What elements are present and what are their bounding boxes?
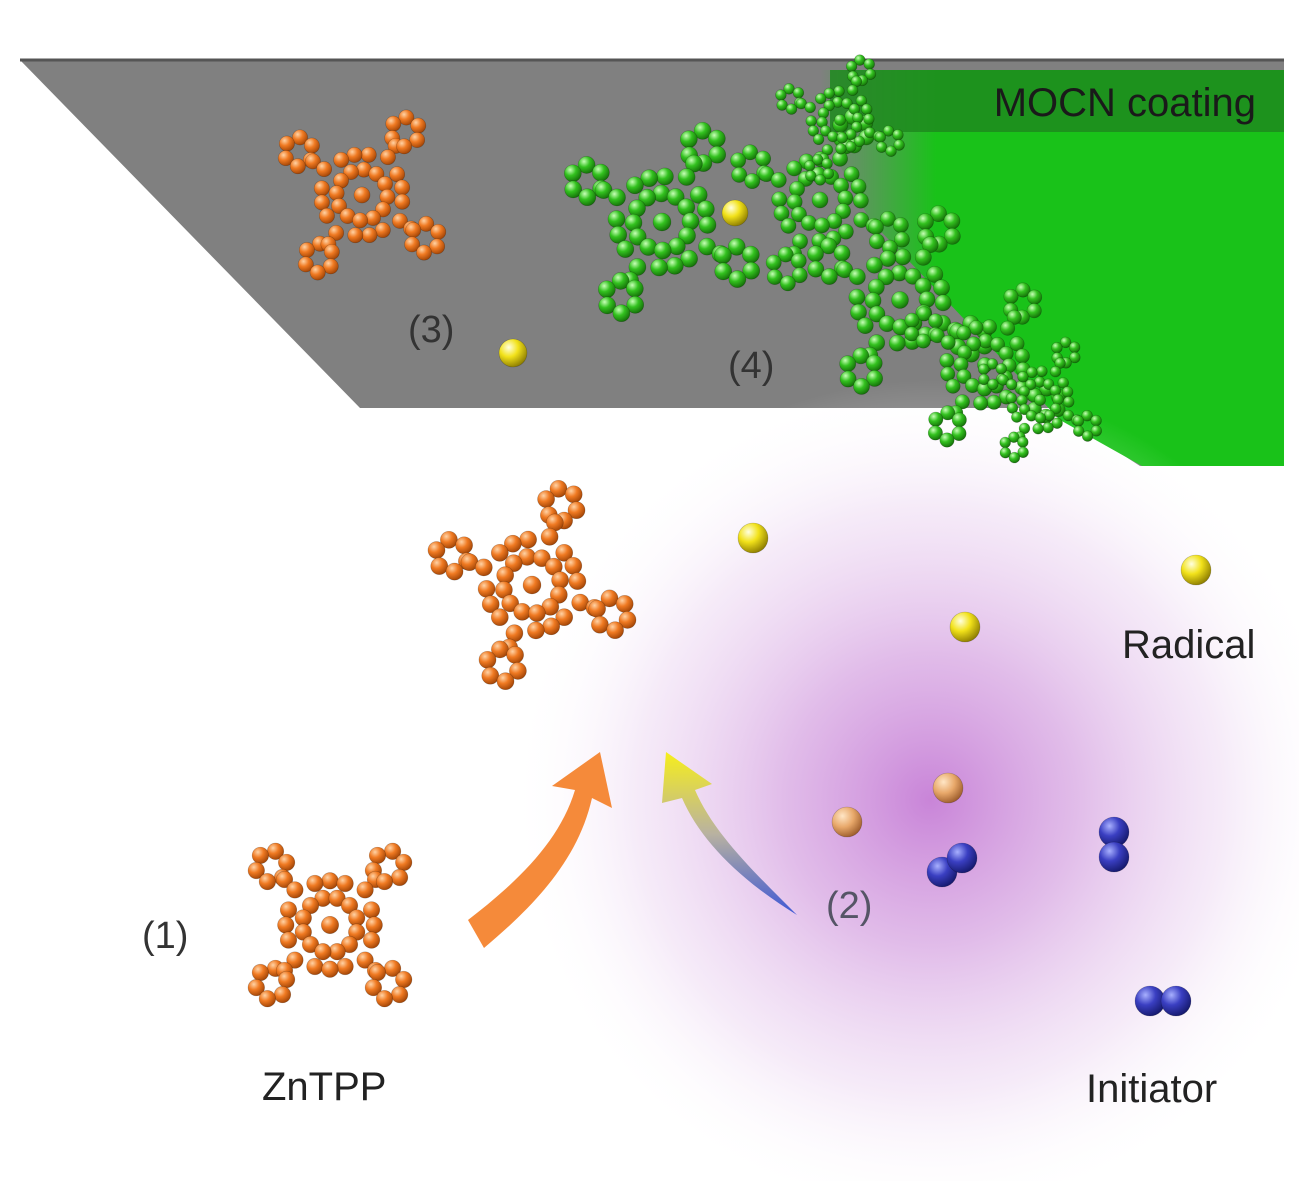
zntpp-label: ZnTPP (262, 1065, 386, 1109)
radical-sphere-icon (831, 806, 863, 838)
zntpp-arrow (468, 752, 612, 948)
zntpp-molecule-icon (247, 842, 413, 1008)
mocn-coating-area (820, 70, 1284, 466)
initiator-dimer-icon (1098, 816, 1130, 873)
mocn-network-icon (904, 282, 1066, 448)
zntpp-molecule-icon (277, 109, 447, 281)
radical-sphere-icon (721, 199, 749, 227)
zntpp-molecule-icon (427, 479, 637, 691)
photoinitiation-glow (510, 380, 1299, 1181)
mocn-coating-label: MOCN coating (994, 81, 1256, 125)
mocn-network-icon (563, 121, 761, 323)
radical-sphere-icon (932, 772, 964, 804)
step-1-label: (1) (142, 915, 188, 957)
mocn-network-icon (775, 54, 905, 186)
radical-sphere-icon (1180, 554, 1212, 586)
radical-sphere-icon (737, 522, 769, 554)
step-2-label: (2) (826, 885, 872, 927)
initiator-dimer-icon (1134, 985, 1192, 1017)
radical-arrow (662, 752, 797, 915)
step-4-label: (4) (728, 345, 774, 387)
mocn-network-icon (977, 336, 1103, 464)
mocn-coating-band (830, 70, 1284, 132)
radical-sphere-icon (949, 611, 981, 643)
radical-label: Radical (1122, 623, 1255, 667)
initiator-label: Initiator (1086, 1067, 1217, 1111)
radical-sphere-icon (498, 338, 528, 368)
initiator-dimer-icon (926, 842, 978, 888)
step-3-label: (3) (408, 309, 454, 351)
